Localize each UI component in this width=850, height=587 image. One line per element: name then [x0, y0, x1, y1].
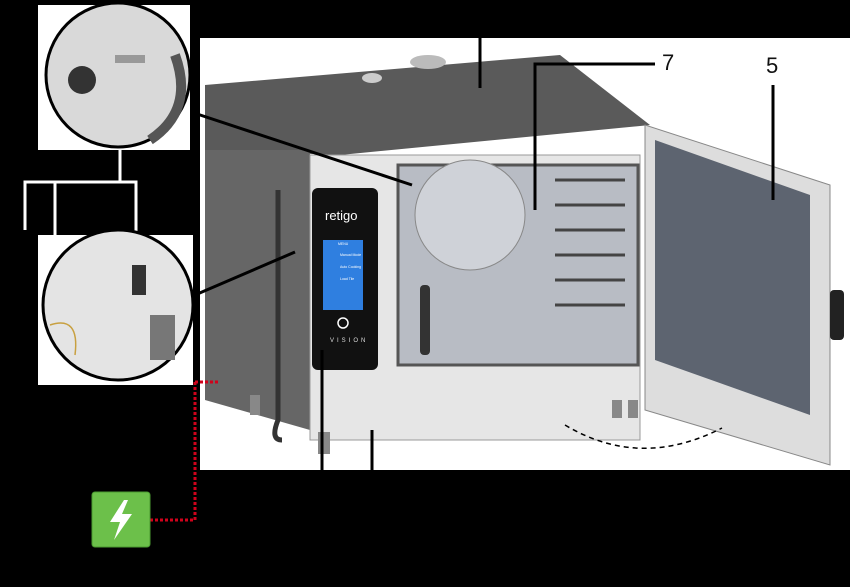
touch-screen[interactable]	[323, 240, 363, 310]
callout-line-top	[478, 32, 650, 88]
callout-line-power	[135, 545, 420, 575]
screen-item-load[interactable]: Load Tile	[340, 277, 355, 281]
screen-item-manual[interactable]: Manual Mode	[340, 253, 362, 257]
callout-label-5: 5	[766, 53, 779, 78]
callout-line-detail-top	[184, 108, 413, 187]
screen-title: MENU	[338, 242, 349, 246]
top-port	[362, 73, 382, 83]
power-cable	[150, 382, 197, 522]
door-handle[interactable]	[830, 290, 844, 340]
door-glass	[655, 140, 810, 415]
model-name: VISION	[330, 338, 369, 344]
oven-side	[205, 150, 310, 430]
detail-inset-bottom	[38, 228, 195, 385]
callout-label-7: 7	[662, 50, 675, 75]
screen-item-auto[interactable]: Auto Cooking	[340, 265, 362, 269]
callout-line-7	[533, 62, 655, 210]
callout-line-legs	[370, 430, 420, 492]
oven-top	[205, 55, 650, 155]
fan-icon	[414, 159, 526, 271]
door-handle-inner[interactable]	[420, 285, 430, 355]
top-vent	[410, 55, 446, 69]
callout-line-knob	[320, 350, 420, 529]
callout-line-detail-bottom	[194, 250, 296, 297]
power-lightning-icon	[110, 500, 132, 540]
door-swing-arrow	[564, 424, 723, 449]
spray-hose[interactable]	[272, 190, 283, 443]
brand-logo: retigo	[325, 208, 358, 223]
detail-inset-top	[38, 1, 192, 150]
control-knob[interactable]	[337, 317, 349, 329]
